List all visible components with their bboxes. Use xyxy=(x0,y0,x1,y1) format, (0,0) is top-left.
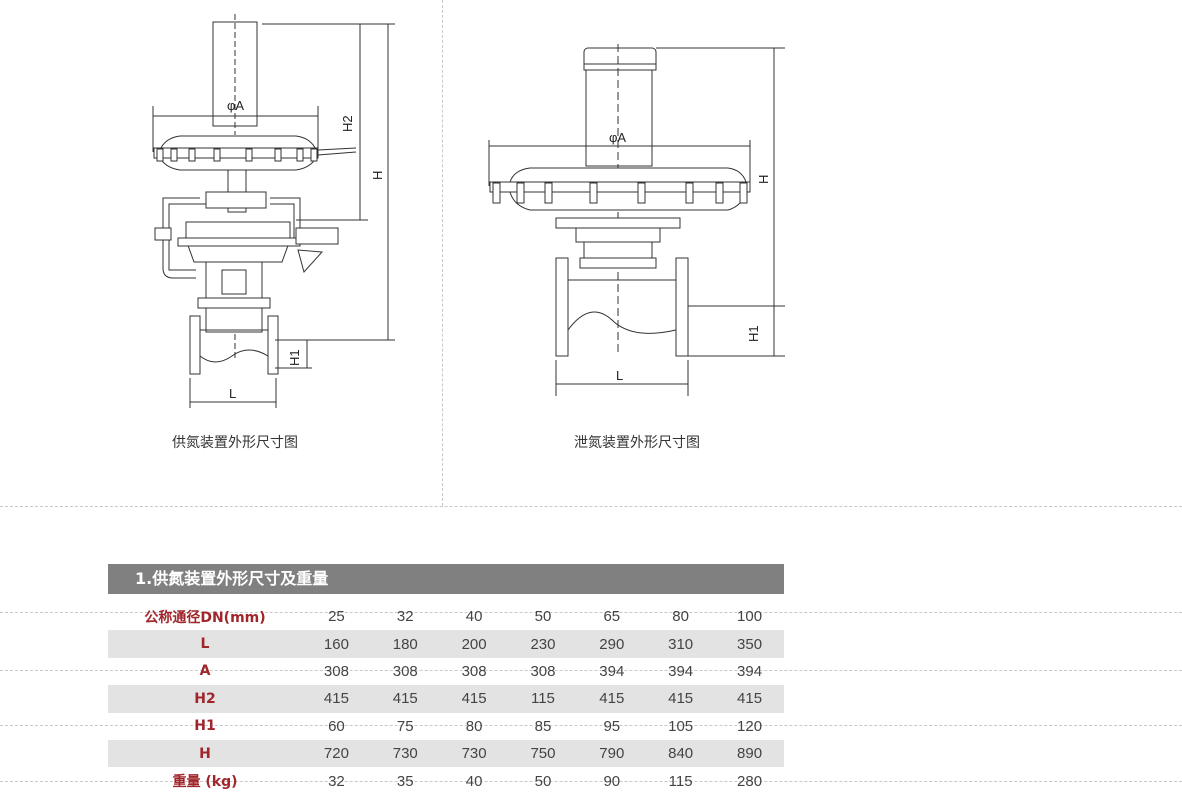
dim-H2-left: H2 xyxy=(340,115,355,132)
table-cell: 115 xyxy=(508,685,578,713)
dim-H-left: H xyxy=(370,171,385,180)
table-cell: 230 xyxy=(508,630,578,658)
table-cell: 120 xyxy=(737,717,763,735)
figure-caption-release: 泄氮装置外形尺寸图 xyxy=(574,435,700,451)
table-cell: 160 xyxy=(302,630,371,658)
table-cell: 290 xyxy=(577,630,647,658)
row-rule xyxy=(0,781,1182,782)
table-cell: 308 xyxy=(530,662,556,680)
table-row: 公称通径DN(mm) 25 32 40 50 65 80 100 xyxy=(108,603,784,630)
dim-H-right: H xyxy=(756,175,771,184)
table-cell: 50 xyxy=(534,608,552,626)
row-label: L xyxy=(108,630,302,658)
table-cell: 50 xyxy=(534,772,552,790)
table-cell: 100 xyxy=(737,608,763,626)
table-cell: 415 xyxy=(370,685,440,713)
technical-drawings: φA H2 H H1 L φA H H1 L xyxy=(152,14,785,408)
table-row: A 308 308 308 308 394 394 394 xyxy=(108,658,784,685)
table-cell: 394 xyxy=(668,662,694,680)
table-cell: 790 xyxy=(577,739,647,768)
table-cell: 890 xyxy=(715,739,784,768)
table-cell: 105 xyxy=(668,717,694,735)
table-cell: 308 xyxy=(392,662,418,680)
table-cell: 280 xyxy=(737,772,763,790)
table-cell: 90 xyxy=(603,772,621,790)
dim-L-right: L xyxy=(616,368,623,383)
table-cell: 115 xyxy=(668,772,693,790)
dim-L-left: L xyxy=(229,386,236,401)
table-cell: 750 xyxy=(508,739,578,768)
table-cell: 85 xyxy=(534,717,552,735)
table-cell: 80 xyxy=(465,717,483,735)
row-label: H2 xyxy=(108,685,302,713)
table-cell: 80 xyxy=(672,608,689,626)
table-cell: 350 xyxy=(715,630,784,658)
row-rule xyxy=(0,670,1182,671)
dim-H1-right: H1 xyxy=(746,325,761,342)
table-cell: 308 xyxy=(461,662,487,680)
table-cell: 730 xyxy=(370,739,440,768)
table-cell: 310 xyxy=(646,630,716,658)
dim-phiA-right: φA xyxy=(609,130,626,145)
table-row: H1 60 75 80 85 95 105 120 xyxy=(108,713,784,740)
row-label: H1 xyxy=(194,718,216,735)
row-label: 公称通径DN(mm) xyxy=(144,609,266,626)
table-cell: 840 xyxy=(646,739,716,768)
table-cell: 60 xyxy=(328,717,345,735)
figure-divider xyxy=(442,0,443,506)
table-cell: 40 xyxy=(465,608,483,626)
table-cell: 415 xyxy=(439,685,509,713)
table-row: 重量 (kg) 32 35 40 50 90 115 280 xyxy=(108,767,784,794)
table-cell: 95 xyxy=(603,717,621,735)
figure-caption-supply: 供氮装置外形尺寸图 xyxy=(172,435,298,451)
table-cell: 180 xyxy=(370,630,440,658)
row-rule xyxy=(0,612,1182,613)
table-cell: 75 xyxy=(396,717,414,735)
row-label: H xyxy=(108,739,302,768)
table-cell: 200 xyxy=(439,630,509,658)
table-cell: 308 xyxy=(323,662,349,680)
table-cell: 415 xyxy=(302,685,371,713)
table-cell: 35 xyxy=(396,772,414,790)
table-cell: 32 xyxy=(328,772,345,790)
table-cell: 730 xyxy=(439,739,509,768)
table-cell: 40 xyxy=(465,772,483,790)
row-label: 重量 (kg) xyxy=(172,774,238,791)
row-label: A xyxy=(199,663,211,680)
dim-phiA-left: φA xyxy=(227,98,244,113)
table-cell: 415 xyxy=(715,685,784,713)
table-cell: 720 xyxy=(302,739,371,768)
section-divider xyxy=(0,506,1182,507)
table-cell: 415 xyxy=(577,685,647,713)
table-cell: 394 xyxy=(599,662,625,680)
dim-H1-left: H1 xyxy=(287,349,302,366)
table-title: 1.供氮装置外形尺寸及重量 xyxy=(108,564,784,594)
table-cell: 415 xyxy=(646,685,716,713)
table-cell: 25 xyxy=(328,608,345,626)
table-cell: 65 xyxy=(603,608,621,626)
row-rule xyxy=(0,725,1182,726)
table-cell: 32 xyxy=(396,608,414,626)
table-cell: 394 xyxy=(737,662,763,680)
